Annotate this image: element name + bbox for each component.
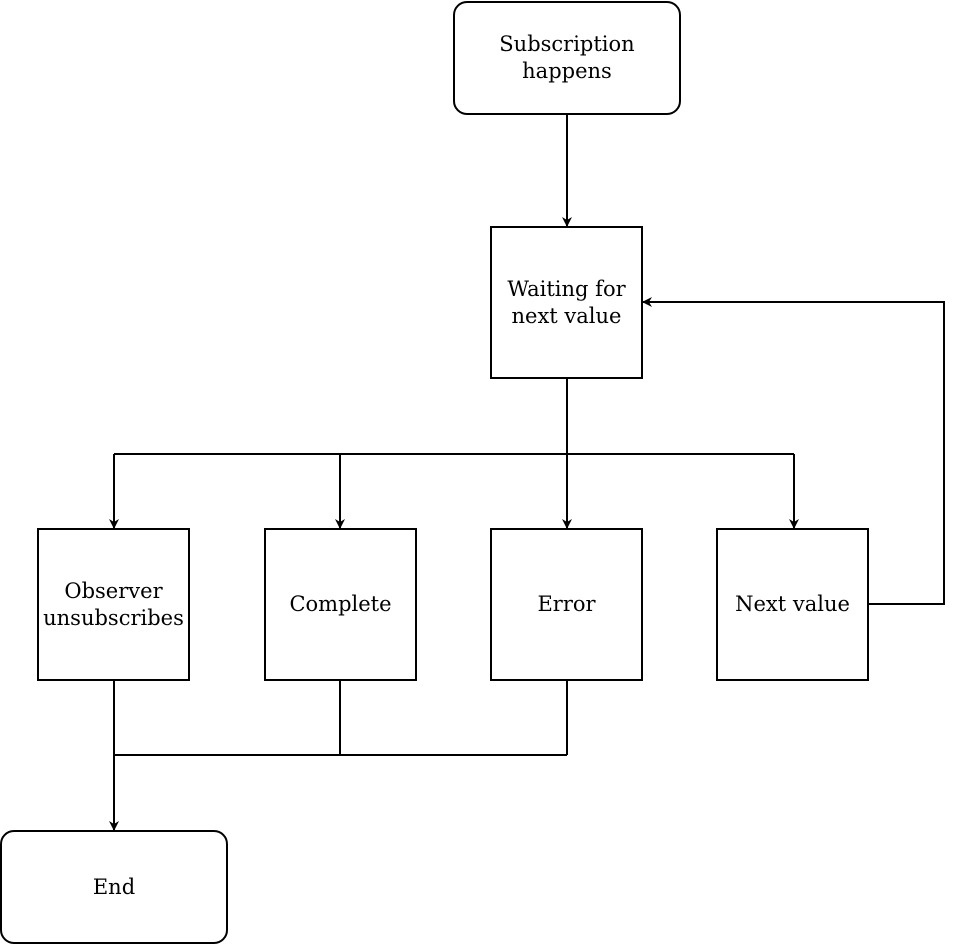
next-value-node-label: Next value	[735, 592, 850, 616]
error-node: Error	[490, 528, 643, 681]
next-value-node: Next value	[716, 528, 869, 681]
complete-node-label: Complete	[289, 592, 392, 616]
waiting-node-label: Waiting for next value	[507, 276, 626, 328]
edge-next-loop-to-wait	[642, 297, 945, 605]
complete-node: Complete	[264, 528, 417, 681]
end-node-label: End	[92, 874, 136, 899]
unsubscribe-node: Observer unsubscribes	[37, 528, 190, 681]
end-node: End	[0, 830, 228, 944]
start-node-label: Subscription happens	[499, 32, 635, 83]
unsubscribe-node-label: Observer unsubscribes	[43, 578, 184, 630]
error-node-label: Error	[537, 592, 596, 616]
waiting-node: Waiting for next value	[490, 226, 643, 379]
start-node: Subscription happens	[453, 1, 681, 115]
